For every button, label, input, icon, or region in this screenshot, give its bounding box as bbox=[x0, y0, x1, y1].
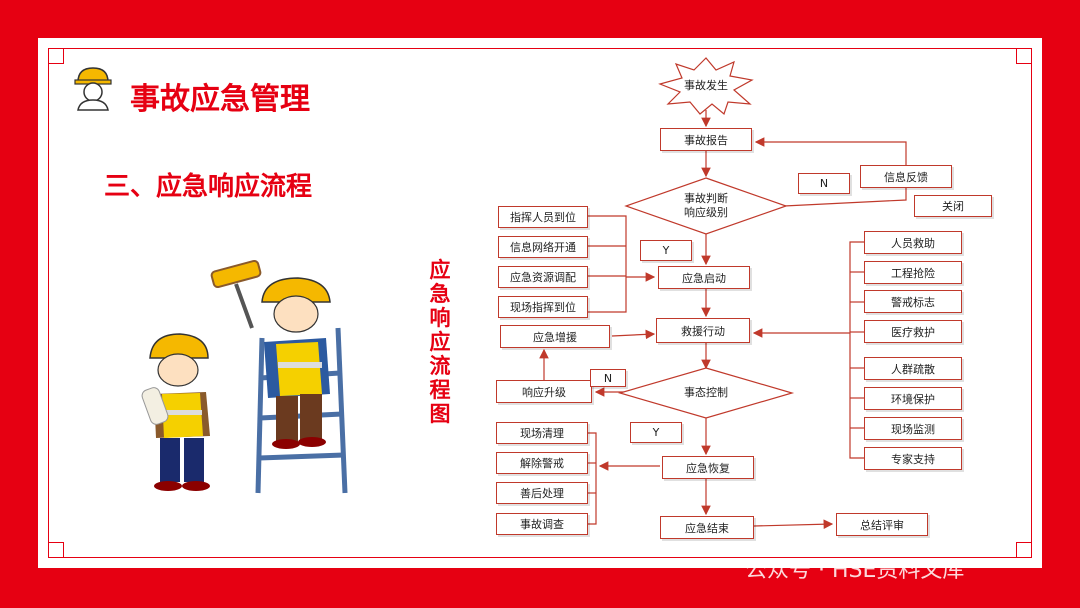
right-rescue-item: 人群疏散 bbox=[864, 357, 962, 380]
right-rescue-item: 现场监测 bbox=[864, 417, 962, 440]
workers-illustration bbox=[141, 259, 348, 494]
y2-label: Y bbox=[630, 422, 682, 443]
watermark: 公众号 · HSE资料文库 bbox=[745, 558, 965, 583]
vertical-title: 应急响应流程图 bbox=[429, 258, 451, 426]
feedback-box: 信息反馈 bbox=[860, 165, 952, 188]
right-rescue-item: 专家支持 bbox=[864, 447, 962, 470]
frame-corner bbox=[48, 48, 64, 64]
end-box: 应急结束 bbox=[660, 516, 754, 539]
right-rescue-item: 环境保护 bbox=[864, 387, 962, 410]
control-node: 事态控制 bbox=[684, 386, 728, 399]
reinforce-box: 应急增援 bbox=[500, 325, 610, 348]
start-starburst-shape bbox=[658, 57, 754, 116]
left-activate-item: 现场指挥到位 bbox=[498, 296, 588, 318]
left-activate-item: 应急资源调配 bbox=[498, 266, 588, 288]
n2-label: N bbox=[590, 369, 626, 387]
judge-diamond-shape bbox=[624, 177, 788, 235]
control-diamond-shape bbox=[617, 367, 795, 419]
right-rescue-item: 人员救助 bbox=[864, 231, 962, 254]
n1-label: N bbox=[798, 173, 850, 194]
page-title: 事故应急管理 bbox=[130, 82, 310, 117]
rescue-box: 救援行动 bbox=[656, 318, 750, 343]
close-box: 关闭 bbox=[914, 195, 992, 217]
left-recover-item: 善后处理 bbox=[496, 482, 588, 504]
section-subtitle: 三、应急响应流程 bbox=[104, 172, 313, 202]
slide-frame bbox=[48, 48, 1032, 558]
frame-corner bbox=[48, 542, 64, 558]
left-activate-item: 指挥人员到位 bbox=[498, 206, 588, 228]
review-box: 总结评审 bbox=[836, 513, 928, 536]
right-rescue-item: 警戒标志 bbox=[864, 290, 962, 313]
frame-corner bbox=[1016, 542, 1032, 558]
start-node: 事故发生 bbox=[684, 79, 728, 92]
right-rescue-item: 工程抢险 bbox=[864, 261, 962, 284]
upgrade-box: 响应升级 bbox=[496, 380, 592, 403]
frame-corner bbox=[1016, 48, 1032, 64]
judge-node-line2: 响应级别 bbox=[684, 206, 728, 219]
left-recover-item: 现场清理 bbox=[496, 422, 588, 444]
left-activate-item: 信息网络开通 bbox=[498, 236, 588, 258]
report-box: 事故报告 bbox=[660, 128, 752, 151]
right-rescue-item: 医疗救护 bbox=[864, 320, 962, 343]
y1-label: Y bbox=[640, 240, 692, 261]
recover-box: 应急恢复 bbox=[662, 456, 754, 479]
worker-logo-icon bbox=[74, 67, 112, 111]
left-recover-item: 事故调查 bbox=[496, 513, 588, 535]
activate-box: 应急启动 bbox=[658, 266, 750, 289]
left-recover-item: 解除警戒 bbox=[496, 452, 588, 474]
judge-node-line1: 事故判断 bbox=[684, 192, 728, 205]
